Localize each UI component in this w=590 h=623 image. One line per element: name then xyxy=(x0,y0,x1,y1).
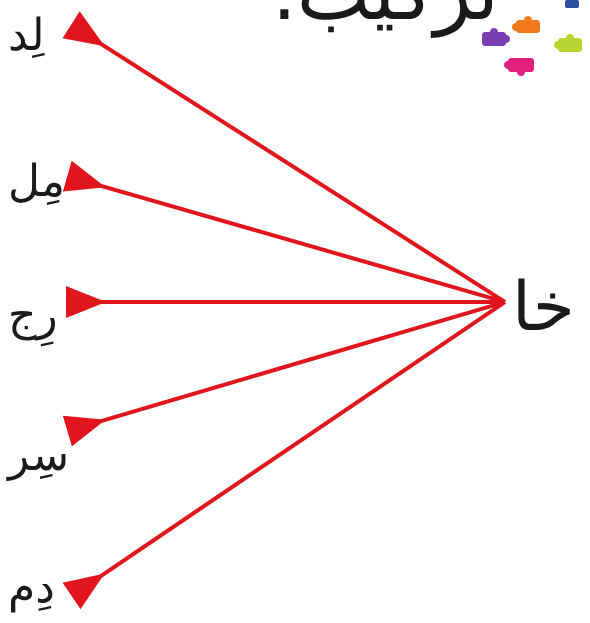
source-word: خا xyxy=(512,268,575,347)
target-word-1: لِد xyxy=(8,10,45,61)
target-word-5: دِم xyxy=(8,562,55,613)
arrow-to-word-1 xyxy=(98,42,505,302)
target-word-3: رِج xyxy=(8,290,58,341)
arrow-to-word-4 xyxy=(98,302,505,422)
target-word-4: سِر xyxy=(8,430,69,481)
arrow-to-word-5 xyxy=(98,302,505,578)
arrow-to-word-2 xyxy=(98,185,505,302)
target-word-2: مِل xyxy=(8,156,65,207)
